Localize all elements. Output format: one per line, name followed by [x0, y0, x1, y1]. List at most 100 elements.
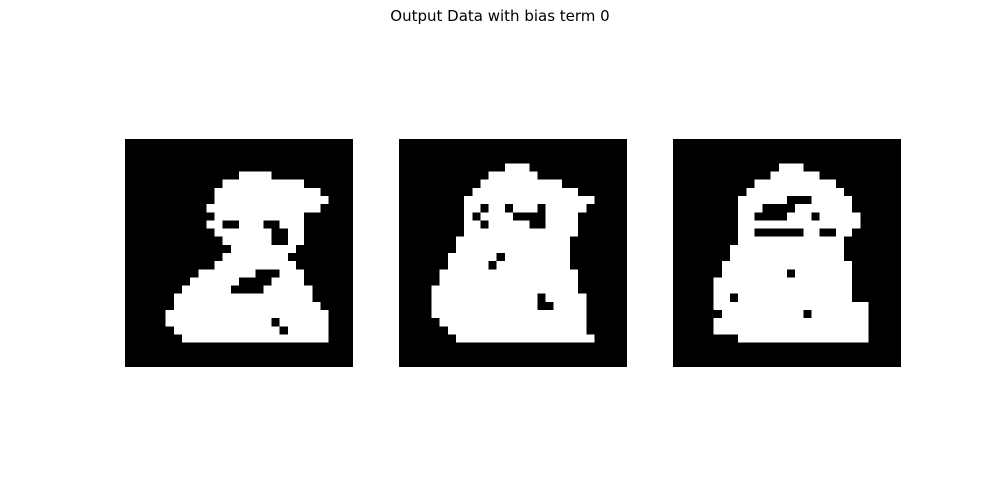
pixel-run — [447, 326, 587, 335]
pixel-run — [464, 212, 473, 221]
output-image-3-panel — [673, 139, 901, 367]
pixel-run — [738, 196, 787, 205]
pixel-run — [721, 310, 804, 319]
pixel-run — [431, 301, 538, 310]
pixel-run — [721, 261, 853, 270]
pixel-run — [545, 293, 587, 302]
pixel-run — [439, 318, 587, 327]
pixel-run — [206, 220, 223, 229]
pixel-run — [787, 212, 812, 221]
pixel-run — [730, 253, 844, 262]
pixel-run — [173, 326, 280, 335]
pixel-run — [182, 334, 329, 343]
pixel-run — [480, 212, 513, 221]
pixel-run — [165, 318, 272, 327]
pixel-run — [287, 326, 329, 335]
pixel-run — [811, 196, 853, 205]
pixel-run — [496, 261, 570, 270]
pixel-run — [214, 261, 296, 270]
pixel-run — [222, 179, 305, 188]
pixel-run — [464, 204, 481, 213]
pixel-run — [456, 334, 595, 343]
pixel-run — [738, 220, 861, 229]
pixel-run — [431, 310, 587, 319]
pixel-run — [545, 204, 587, 213]
pixel-run — [504, 163, 530, 172]
pixel-run — [713, 277, 853, 286]
output-image-2-panel — [399, 139, 627, 367]
pixel-run — [198, 269, 256, 278]
pixel-run — [230, 244, 296, 253]
pixel-run — [222, 236, 272, 245]
pixel-run — [713, 293, 730, 302]
pixel-run — [456, 244, 570, 253]
pixel-run — [190, 277, 239, 286]
pixel-run — [222, 253, 288, 262]
pixel-run — [206, 204, 321, 213]
pixel-run — [431, 285, 579, 294]
pixel-run — [263, 285, 313, 294]
pixel-run — [472, 187, 579, 196]
pixel-run — [456, 236, 570, 245]
pixel-run — [279, 318, 329, 327]
pixel-run — [279, 269, 305, 278]
pixel-run — [182, 285, 231, 294]
pixel-run — [239, 220, 264, 229]
pixel-run — [713, 285, 853, 294]
pixel-run — [545, 212, 579, 221]
pixel-run — [173, 301, 321, 310]
pixel-run — [271, 277, 305, 286]
pixel-run — [464, 196, 595, 205]
pixel-run — [173, 293, 313, 302]
pixel-run — [738, 212, 755, 221]
pixel-run — [545, 220, 579, 229]
figure-title: Output Data with bias term 0 — [390, 7, 610, 25]
pixel-run — [730, 244, 844, 253]
pixel-run — [165, 310, 329, 319]
pixel-run — [811, 310, 869, 319]
output-image-3 — [673, 139, 901, 367]
pixel-run — [287, 236, 305, 245]
pixel-run — [713, 318, 869, 327]
pixel-run — [488, 171, 538, 180]
pixel-run — [214, 212, 305, 221]
pixel-run — [488, 204, 505, 213]
pixel-run — [431, 293, 538, 302]
pixel-run — [287, 228, 305, 237]
pixel-run — [803, 228, 820, 237]
output-image-1 — [125, 139, 353, 367]
pixel-run — [553, 301, 587, 310]
pixel-run — [713, 301, 869, 310]
pixel-run — [279, 220, 305, 229]
pixel-run — [239, 171, 272, 180]
pixel-run — [754, 179, 836, 188]
pixel-run — [819, 212, 861, 221]
pixel-run — [214, 196, 329, 205]
pixel-run — [447, 261, 489, 270]
output-image-2 — [399, 139, 627, 367]
pixel-run — [770, 171, 820, 180]
output-image-1-panel — [125, 139, 353, 367]
pixel-run — [464, 228, 579, 237]
pixel-run — [464, 220, 481, 229]
pixel-run — [738, 236, 844, 245]
pixel-run — [721, 269, 787, 278]
pixel-run — [746, 187, 844, 196]
pixel-run — [504, 253, 570, 262]
pixel-run — [439, 269, 579, 278]
pixel-run — [738, 334, 869, 343]
pixel-run — [214, 187, 321, 196]
pixel-run — [480, 179, 562, 188]
pixel-run — [439, 277, 579, 286]
pixel-run — [835, 228, 853, 237]
pixel-run — [713, 326, 869, 335]
pixel-run — [738, 293, 853, 302]
pixel-run — [738, 204, 763, 213]
pixel-run — [488, 220, 530, 229]
pixel-run — [795, 269, 853, 278]
pixel-run — [738, 228, 755, 237]
pixel-run — [447, 253, 497, 262]
pixel-run — [513, 204, 538, 213]
pixel-run — [778, 163, 804, 172]
pixel-run — [214, 228, 272, 237]
